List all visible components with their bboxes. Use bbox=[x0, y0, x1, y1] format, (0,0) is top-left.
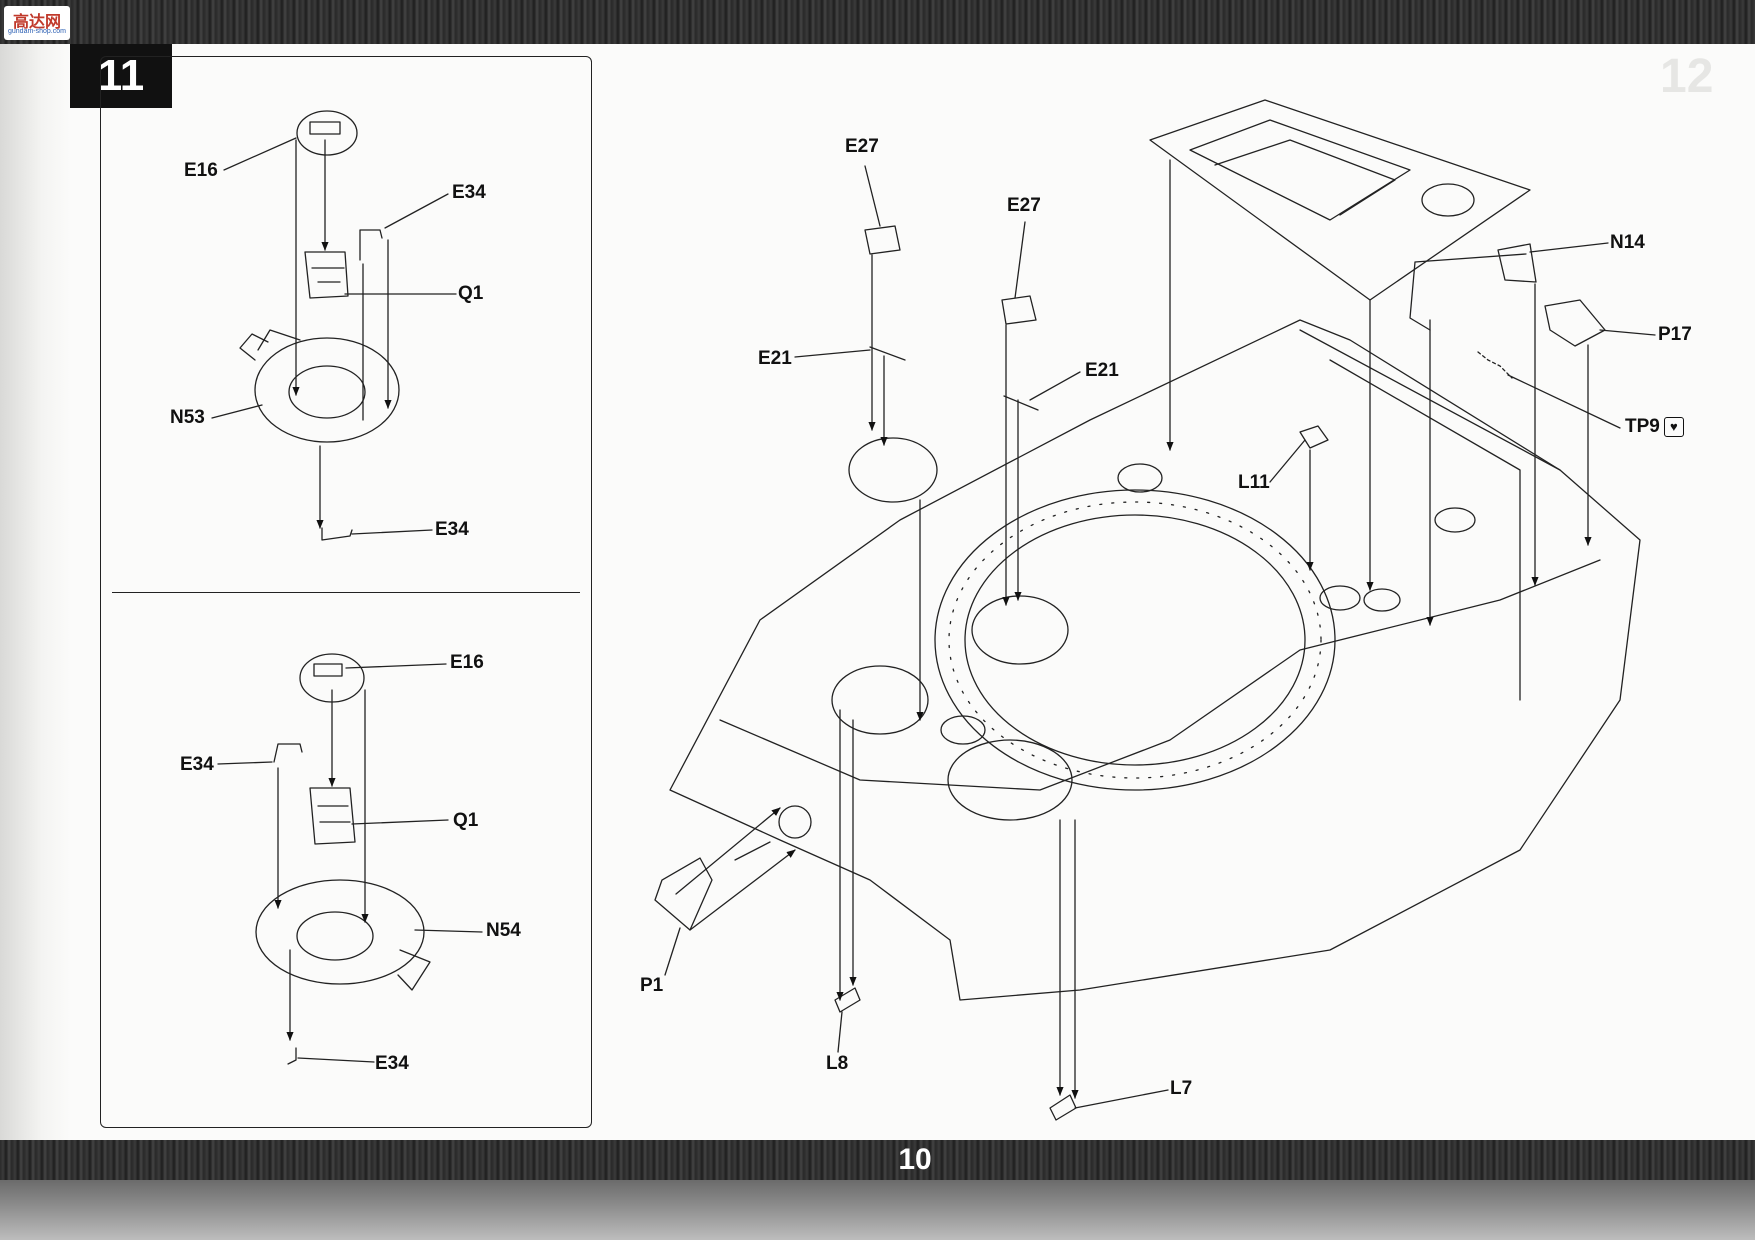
turret-ring-inner bbox=[964, 514, 1306, 766]
part-e21-left bbox=[869, 346, 906, 361]
part-e34-lower bbox=[321, 527, 353, 541]
label-e27-left: E27 bbox=[845, 136, 879, 157]
part-n54 bbox=[255, 879, 425, 985]
part-e34-upper bbox=[359, 229, 383, 261]
bow-gun-mount bbox=[778, 805, 812, 839]
engine-deck-plate bbox=[1149, 99, 1531, 301]
part-p17 bbox=[1544, 299, 1606, 347]
label-q1-bottom: Q1 bbox=[453, 810, 479, 831]
bottom-shadow bbox=[0, 1180, 1755, 1240]
part-n53 bbox=[254, 337, 400, 443]
codriver-hatch-ring bbox=[947, 739, 1073, 821]
hatch-assembly-bottom bbox=[217, 653, 483, 1065]
part-e21-right bbox=[1003, 395, 1039, 411]
bottom-border-band bbox=[0, 1140, 1755, 1180]
logo-text: 高达网 bbox=[12, 12, 61, 31]
part-e34-lower-b bbox=[287, 1047, 297, 1065]
part-tp9 bbox=[1477, 351, 1513, 379]
label-e34-bottom-upper: E34 bbox=[180, 754, 214, 775]
hatch-assembly-top bbox=[211, 110, 457, 541]
part-n53-opening bbox=[288, 365, 366, 419]
label-tp9-text: TP9 bbox=[1625, 416, 1660, 437]
turret-ring-outer bbox=[934, 489, 1336, 791]
broken-heart-icon: ♥ bbox=[1663, 416, 1684, 437]
hatch-subassembly-box bbox=[100, 56, 592, 1128]
site-logo: 高达网 gundam-shop.com bbox=[4, 6, 70, 40]
label-n53: N53 bbox=[170, 407, 205, 428]
label-e16-bottom: E16 bbox=[450, 652, 484, 673]
part-q1-top bbox=[304, 251, 349, 299]
hull-upper-assembly bbox=[654, 99, 1656, 1121]
label-n54: N54 bbox=[486, 920, 521, 941]
label-l8: L8 bbox=[826, 1053, 849, 1074]
hull-outline bbox=[669, 319, 1641, 1001]
label-l11: L11 bbox=[1238, 472, 1270, 493]
part-p1 bbox=[654, 857, 713, 931]
label-e21-right: E21 bbox=[1085, 360, 1119, 381]
subassembly-divider bbox=[112, 592, 580, 593]
part-n14 bbox=[1409, 243, 1537, 331]
label-e34-top-lower: E34 bbox=[435, 519, 469, 540]
label-p17: P17 bbox=[1658, 324, 1692, 345]
part-e16-top bbox=[296, 110, 358, 156]
label-e27-right: E27 bbox=[1007, 195, 1041, 216]
part-l7 bbox=[1049, 1094, 1077, 1121]
page-gutter bbox=[0, 44, 70, 1140]
step-number-badge: 11 bbox=[70, 44, 172, 108]
part-l11 bbox=[1299, 425, 1329, 449]
hatch-left bbox=[848, 437, 938, 503]
label-q1-top: Q1 bbox=[458, 283, 484, 304]
label-n14: N14 bbox=[1610, 232, 1645, 253]
label-e16-top: E16 bbox=[184, 160, 218, 181]
label-l7: L7 bbox=[1170, 1078, 1193, 1099]
label-e34-top-upper: E34 bbox=[452, 182, 486, 203]
part-e27-left bbox=[864, 225, 901, 255]
part-e16-top-detail bbox=[309, 121, 341, 135]
part-n54-opening bbox=[296, 911, 374, 961]
label-tp9: TP9♥ bbox=[1625, 416, 1684, 438]
logo-subtext: gundam-shop.com bbox=[8, 28, 66, 35]
label-e34-bottom-lower: E34 bbox=[375, 1053, 409, 1074]
part-q1-bottom bbox=[309, 787, 356, 845]
hatch-right bbox=[971, 595, 1069, 665]
part-e34-upper-b bbox=[273, 743, 303, 763]
driver-hatch-ring bbox=[831, 665, 929, 735]
top-border-band bbox=[0, 0, 1755, 44]
part-l8 bbox=[834, 987, 861, 1013]
label-e21-left: E21 bbox=[758, 348, 792, 369]
part-e27-right bbox=[1001, 295, 1037, 325]
page-number: 10 bbox=[898, 1143, 932, 1176]
next-step-number: 12 bbox=[1660, 50, 1714, 103]
label-p1: P1 bbox=[640, 975, 664, 996]
